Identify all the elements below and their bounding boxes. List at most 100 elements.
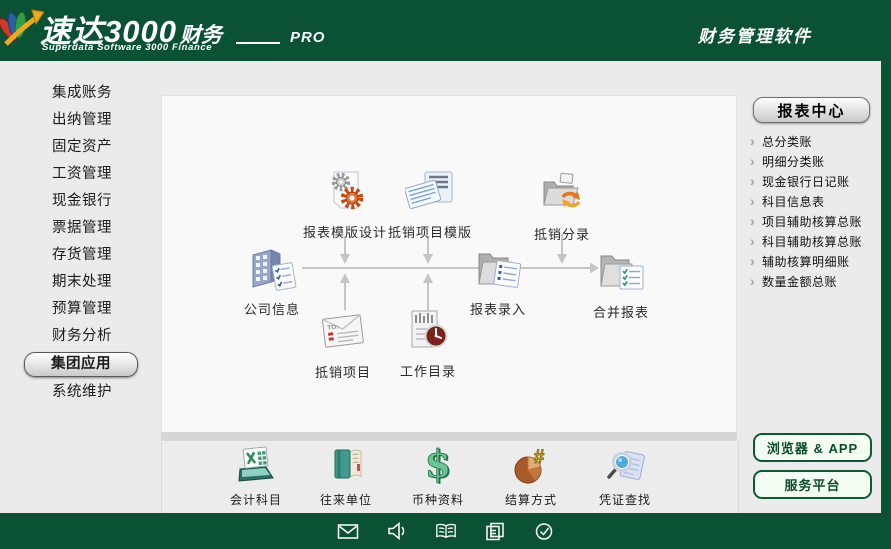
sidebar-item-cashier-management[interactable]: 出纳管理: [0, 107, 161, 134]
report-link-detail-ledger[interactable]: › 明细分类账: [750, 151, 890, 171]
report-link-quantity-amount-ledger[interactable]: ›数量金额总账: [750, 271, 890, 291]
brand-title: 速达3000 财务 PRO: [40, 6, 325, 51]
service-platform-button[interactable]: 服务平台: [753, 470, 872, 499]
svg-text:$: $: [426, 445, 452, 485]
flow-node-label: 报表录入: [469, 302, 526, 317]
sidebar-item-budget-management[interactable]: 预算管理: [0, 296, 161, 323]
svg-text:TO:: TO:: [327, 324, 339, 332]
sidebar-item-label: 存货管理: [52, 247, 112, 263]
spreadsheet-calculator-icon: [236, 446, 276, 489]
quick-action-label: 往来单位: [319, 493, 372, 507]
sidebar-item-label: 集团应用: [51, 356, 111, 372]
browser-app-label: 浏览器 & APP: [766, 441, 859, 456]
report-center-button[interactable]: 报表中心: [753, 97, 870, 123]
flow-node-offset-item-template[interactable]: 抵销项目模版: [380, 169, 480, 241]
sidebar-item-inventory-management[interactable]: 存货管理: [0, 242, 161, 269]
taskbar: [0, 513, 891, 549]
flow-node-company-info[interactable]: 公司信息: [222, 246, 322, 318]
chevron-right-icon: ›: [750, 153, 755, 169]
folder-document-icon: [473, 253, 523, 296]
svg-text:#: #: [534, 447, 545, 468]
quick-action-label: 币种资料: [411, 493, 464, 507]
quick-action-accounting-subjects[interactable]: 会计科目: [214, 445, 298, 508]
flow-node-label: 抵销分录: [533, 227, 590, 242]
brand-name: 速达3000: [40, 14, 177, 49]
folder-sync-icon: [537, 172, 587, 221]
report-link-label: 科目信息表: [762, 194, 825, 209]
report-link-label: 总分类账: [762, 134, 813, 149]
edition-label: PRO: [289, 29, 326, 46]
flow-node-label: 抵销项目模版: [387, 225, 472, 240]
sidebar-nav: 集成账务 出纳管理 固定资产 工资管理 现金银行 票据管理 存货管理 期末处理 …: [0, 80, 161, 406]
sidebar-item-financial-analysis[interactable]: 财务分析: [0, 323, 161, 350]
quick-action-label: 结算方式: [504, 493, 557, 507]
mail-icon[interactable]: [337, 521, 359, 541]
report-center-label: 报表中心: [777, 102, 846, 120]
sidebar-item-label: 现金银行: [52, 193, 112, 209]
quick-action-label: 会计科目: [229, 493, 282, 507]
sidebar-item-label: 集成账务: [52, 85, 112, 101]
flow-arrows: [302, 234, 599, 310]
chevron-right-icon: ›: [750, 193, 755, 209]
sidebar-item-group-application-active[interactable]: 集团应用: [24, 352, 138, 377]
sidebar-item-bill-management[interactable]: 票据管理: [0, 215, 161, 242]
service-platform-label: 服务平台: [784, 478, 841, 493]
report-link-label: 明细分类账: [762, 154, 825, 169]
divider-band: [161, 432, 737, 441]
envelope-icon: TO:: [318, 314, 368, 359]
sidebar-item-cash-bank[interactable]: 现金银行: [0, 188, 161, 215]
flow-canvas: 公司信息 报表模版设计: [161, 95, 737, 433]
sidebar-item-period-end[interactable]: 期末处理: [0, 269, 161, 296]
report-link-subject-info[interactable]: › 科目信息表: [750, 191, 890, 211]
folder-checklist-icon: [596, 255, 646, 299]
check-circle-icon[interactable]: [533, 521, 555, 541]
document-stack-icon: [404, 171, 455, 219]
quick-actions-strip: 会计科目 往来单位 $ $: [161, 441, 739, 513]
report-link-aux-detail-ledger[interactable]: › 辅助核算明细账: [750, 251, 890, 271]
quick-action-currency-info[interactable]: $ $ 币种资料: [396, 441, 480, 508]
copy-pages-icon[interactable]: [484, 521, 506, 541]
report-link-project-aux-ledger[interactable]: ›项目辅助核算总账: [750, 211, 890, 231]
sidebar-item-label: 系统维护: [52, 384, 112, 400]
report-link-label: 辅助核算明细账: [762, 254, 850, 269]
report-link-general-ledger[interactable]: ›总分类账: [750, 131, 890, 151]
browser-app-button[interactable]: 浏览器 & APP: [753, 433, 872, 462]
pie-chart-icon: #: [511, 447, 551, 489]
chevron-right-icon: ›: [750, 253, 755, 269]
document-clock-icon: [403, 310, 453, 358]
sidebar-item-system-maintenance[interactable]: 系统维护: [0, 379, 161, 406]
brand-fan-logo-icon: [0, 2, 45, 57]
quick-action-settlement-methods[interactable]: # 结算方式: [489, 445, 573, 508]
sidebar-item-fixed-assets[interactable]: 固定资产: [0, 134, 161, 161]
logo-dash: [235, 42, 280, 44]
svg-text:$: $: [425, 445, 451, 485]
report-center-links: ›总分类账 ›明细分类账 ›现金银行日记账 ›科目信息表 ›项目辅助核算总账 ›…: [750, 131, 890, 291]
flow-node-work-directory[interactable]: 工作目录: [378, 308, 478, 380]
building-checklist-icon: [247, 249, 297, 296]
flow-node-merged-report[interactable]: 合并报表: [571, 249, 671, 321]
search-document-icon: [605, 451, 645, 489]
open-book-icon[interactable]: [435, 521, 457, 541]
report-link-cash-bank-journal[interactable]: ›现金银行日记账: [750, 171, 890, 191]
flow-node-offset-items[interactable]: TO: 抵销项目: [293, 309, 393, 381]
flow-node-label: 工作目录: [399, 364, 456, 379]
flow-node-offset-entries[interactable]: 抵销分录: [512, 171, 612, 243]
sidebar-item-label: 期末处理: [52, 274, 112, 290]
chevron-right-icon: ›: [750, 173, 755, 189]
dollar-icon: $ $: [418, 441, 458, 489]
quick-action-voucher-search[interactable]: 凭证查找: [583, 445, 667, 508]
flow-node-label: 报表模版设计: [302, 225, 387, 240]
sidebar-item-integrated-accounting[interactable]: 集成账务: [0, 80, 161, 107]
report-link-label: 数量金额总账: [762, 274, 838, 289]
sidebar-item-payroll-management[interactable]: 工资管理: [0, 161, 161, 188]
chevron-right-icon: ›: [750, 233, 755, 249]
speaker-icon[interactable]: [386, 521, 408, 541]
report-link-subject-aux-ledger[interactable]: ›科目辅助核算总账: [750, 231, 890, 251]
flow-node-report-entry[interactable]: 报表录入: [448, 246, 548, 318]
quick-action-business-partners[interactable]: 往来单位: [304, 445, 388, 508]
quick-action-label: 凭证查找: [598, 493, 651, 507]
sidebar-item-label: 工资管理: [52, 166, 112, 182]
flow-node-report-template-design[interactable]: 报表模版设计: [295, 169, 395, 241]
brand-subtitle: Superdata Software 3000 Finance: [42, 42, 213, 53]
workspace: 集成账务 出纳管理 固定资产 工资管理 现金银行 票据管理 存货管理 期末处理 …: [0, 61, 881, 513]
